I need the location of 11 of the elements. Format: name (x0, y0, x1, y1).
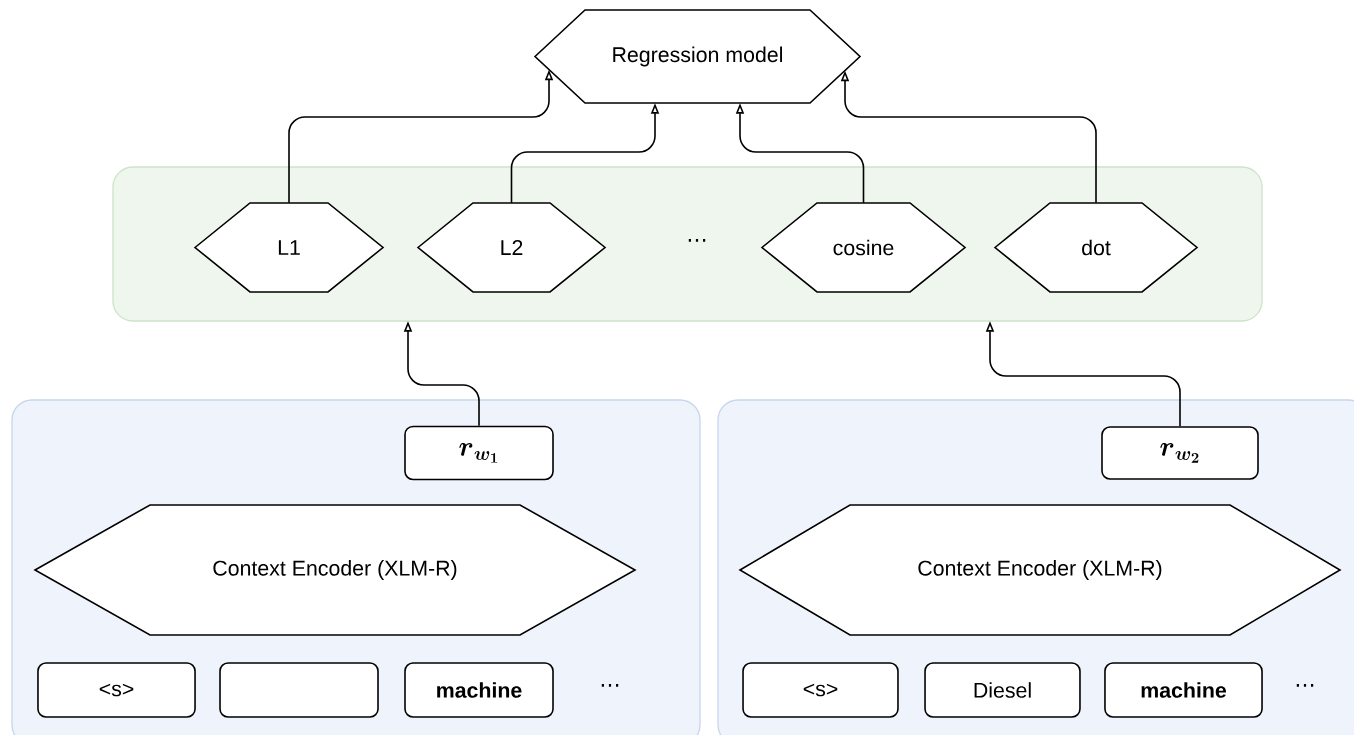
ellipsis: ⋯ (1296, 684, 1314, 687)
token-box: Diesel (924, 662, 1081, 718)
vector-box: $\boldsymbol{r}_{\boldsymbol{w_1}}$ (404, 425, 554, 481)
token-box: machine (1104, 662, 1263, 718)
token-box: machine (404, 662, 554, 718)
token-box: <s> (37, 662, 196, 718)
vector-box: $\boldsymbol{r}_{\boldsymbol{w_2}}$ (1101, 426, 1259, 480)
token-box (219, 662, 379, 718)
token-box: <s> (742, 662, 899, 718)
ellipsis: ⋯ (601, 684, 619, 687)
ellipsis: ⋯ (688, 239, 706, 242)
